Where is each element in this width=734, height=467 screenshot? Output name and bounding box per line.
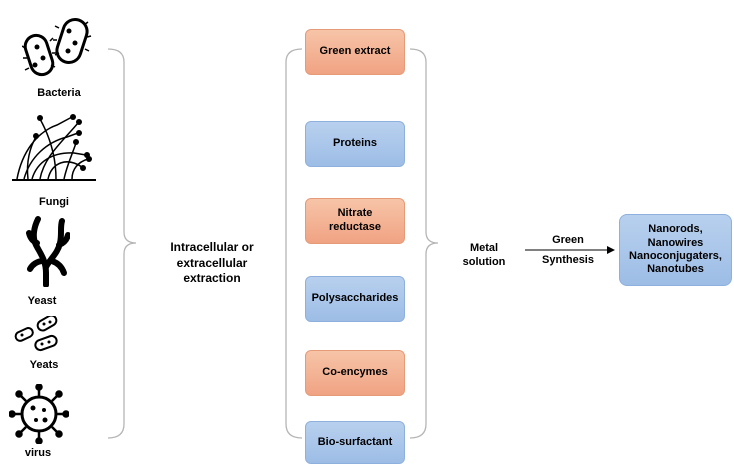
agent-box-co-encymes: Co-encymes <box>305 350 405 396</box>
agents-left-bracket <box>285 48 303 439</box>
product-nanotubes: Nanotubes <box>647 263 704 276</box>
arrow-bottom-label: Synthesis <box>542 254 594 266</box>
product-nanorods: Nanorods, <box>648 223 703 236</box>
organism-bracket <box>107 48 137 439</box>
agent-box-bio-surfactant: Bio-surfactant <box>305 421 405 464</box>
extraction-label: Intracellular or extracellular extractio… <box>170 240 254 286</box>
arrow-top-label: Green <box>552 234 584 246</box>
yeast-cells-icon <box>14 316 58 352</box>
organism-label-yeats: Yeats <box>29 359 59 371</box>
organism-label-fungi: Fungi <box>39 196 69 208</box>
agent-box-green-extract: Green extract <box>305 29 405 75</box>
organism-label-yeast: Yeast <box>27 295 57 307</box>
agent-box-polysaccharides: Polysaccharides <box>305 276 405 322</box>
organism-label-bacteria: Bacteria <box>37 87 81 99</box>
bacteria-icon <box>22 17 92 77</box>
product-nanoconjugaters: Nanoconjugaters, <box>629 250 722 262</box>
product-nanowires: Nanowires <box>647 236 704 249</box>
agent-box-nitrate-reductase: Nitrate reductase <box>305 198 405 244</box>
fungi-icon <box>12 114 96 181</box>
agents-right-bracket <box>409 48 439 439</box>
organism-label-virus: virus <box>24 447 52 459</box>
virus-icon <box>9 384 69 444</box>
product-box: Nanorods, Nanowires Nanoconjugaters, Nan… <box>619 214 732 286</box>
agent-box-proteins: Proteins <box>305 121 405 167</box>
metal-solution-label: Metal solution <box>462 242 506 269</box>
yeast-icon <box>26 216 70 287</box>
